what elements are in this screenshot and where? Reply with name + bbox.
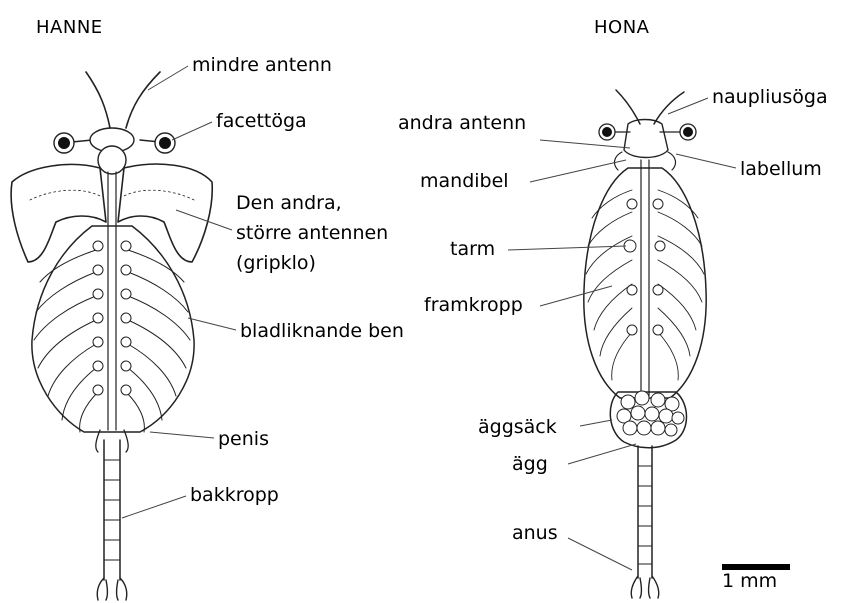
label-second-antenna-female: andra antenn [398,112,526,135]
label-anus: anus [512,522,558,545]
label-thorax: framkropp [424,294,523,317]
male-title: HANNE [36,17,103,39]
male-shrimp-drawing [11,72,212,600]
label-labellum: labellum [740,158,822,181]
label-mandible: mandibel [420,170,509,193]
label-gut: tarm [450,238,495,261]
label-egg: ägg [512,453,548,476]
label-leaf-legs: bladliknande ben [240,320,404,343]
label-abdomen: bakkropp [190,484,279,507]
label-egg-sac: äggsäck [478,416,557,439]
label-nauplius-eye: naupliusöga [712,86,828,109]
label-penis: penis [218,428,269,451]
label-second-antenna-line1: Den andra, [236,192,342,215]
scale-bar-label: 1 mm [722,570,777,593]
female-title: HONA [594,17,649,39]
label-compound-eye: facettöga [216,110,307,133]
label-second-antenna-line3: (gripklo) [236,252,316,275]
label-small-antenna: mindre antenn [192,54,332,77]
label-second-antenna-line2: större antennen [236,222,388,245]
female-shrimp-drawing [584,90,706,598]
